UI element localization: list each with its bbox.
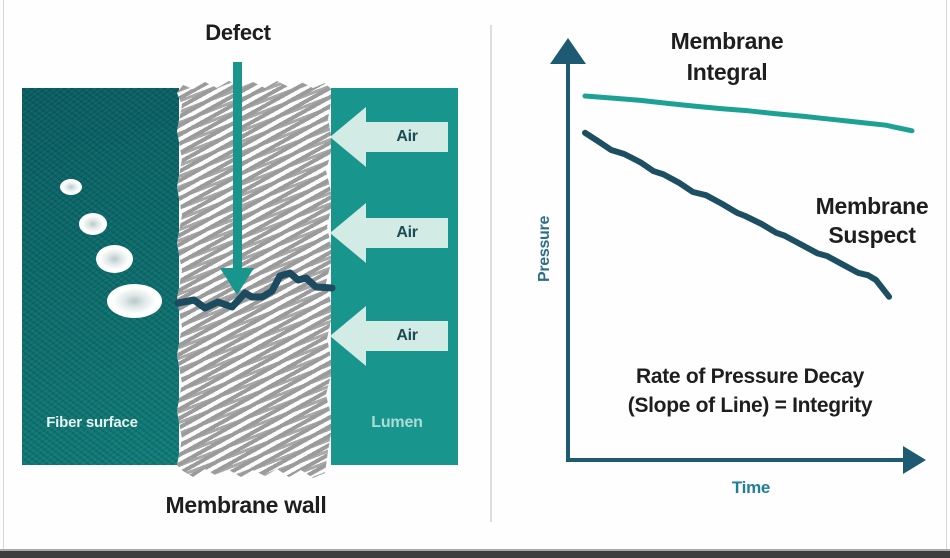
integral-line [582,93,915,134]
air-arrow-3: Air [330,306,448,366]
pressure-axis-label: Pressure [536,215,553,283]
fiber-surface-panel [22,88,179,465]
membrane-suspect-label: Membrane Suspect [815,193,929,248]
pressure-decay-chart [550,38,926,474]
rate-of-decay-annotation: Rate of Pressure Decay (Slope of Line) =… [627,365,873,417]
defect-arrow-head-icon [220,268,254,295]
left-arrow-icon [330,203,448,263]
left-arrow-icon [330,306,448,366]
bubble [60,179,82,195]
defect-crack-line [174,269,336,312]
lumen-label: Lumen [371,414,423,431]
fiber-surface-label: Fiber surface [46,414,138,431]
x-axis-arrow-icon [903,446,926,474]
bubble [79,213,107,235]
left-border-line [3,0,4,549]
air-label: Air [396,128,418,145]
left-arrow-icon [330,107,448,167]
defect-arrow-shaft [233,62,242,270]
air-label: Air [396,327,418,344]
center-divider-line [490,25,492,522]
suspect-line [582,129,893,300]
membrane-integral-label: Membrane Integral [670,28,784,85]
right-border-line [946,0,947,549]
y-axis-arrow-icon [550,38,586,64]
membrane-wall-hatch [177,81,333,478]
air-arrow-2: Air [330,203,448,263]
bottom-border-bar [0,549,950,558]
bubble [96,245,133,273]
air-label: Air [396,224,418,241]
bubble [107,284,162,318]
time-axis-label: Time [731,478,771,497]
membrane-wall-label: Membrane wall [165,492,327,518]
air-arrow-1: Air [330,107,448,167]
defect-label: Defect [205,20,271,45]
